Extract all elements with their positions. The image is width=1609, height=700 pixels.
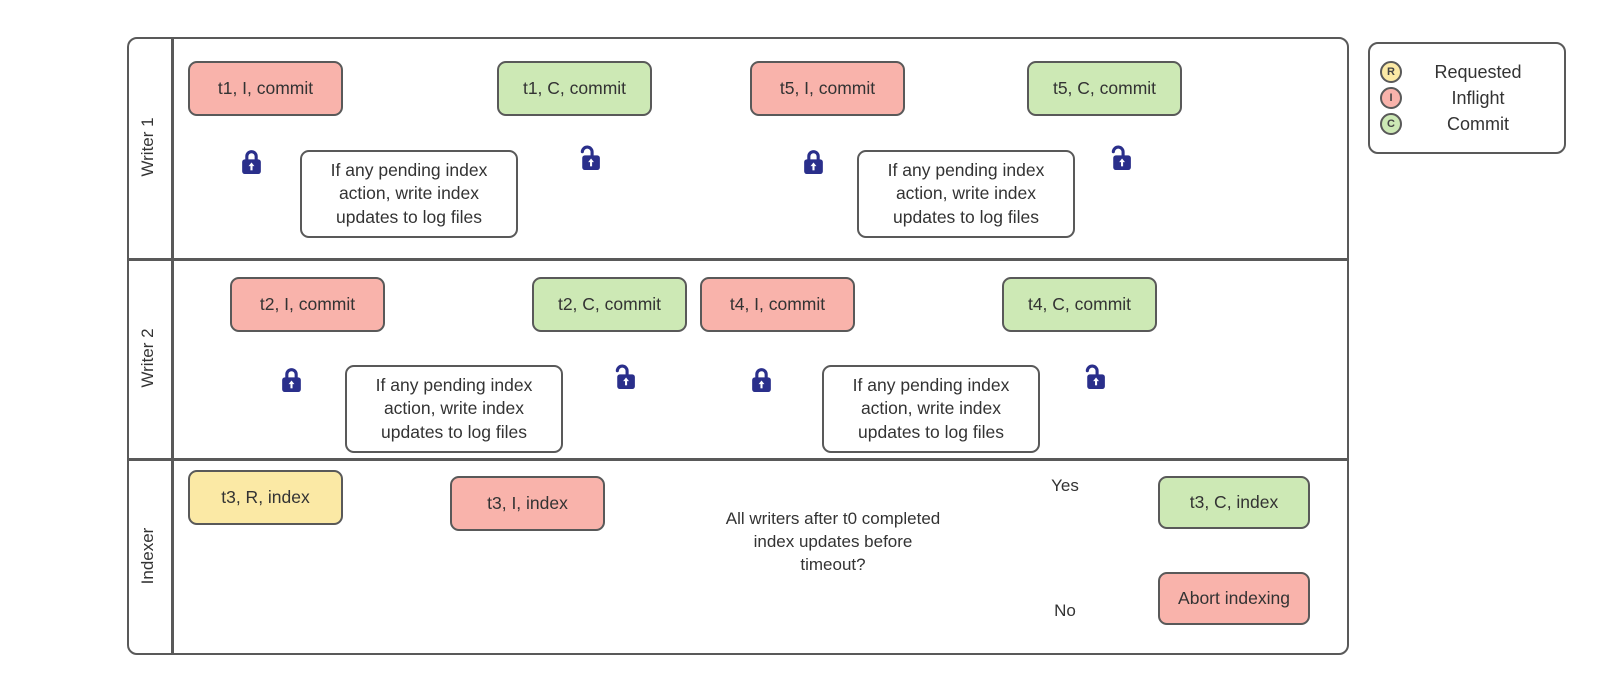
node-t1-inflight: t1, I, commit [188,61,343,116]
node-w1-task-a: If any pending index action, write index… [300,150,518,238]
node-t3-requested: t3, R, index [188,470,343,525]
lane-divider-1 [129,258,1347,261]
closed-lock-icon [752,368,771,392]
open-lock-icon [580,145,600,170]
lane-label-indexer: Indexer [138,527,157,585]
lane-label-writer1: Writer 1 [138,117,157,177]
legend-label: Requested [1434,61,1522,82]
node-w2-task-b: If any pending index action, write index… [822,365,1040,453]
node-t5-commit: t5, C, commit [1027,61,1182,116]
open-lock-icon [1111,145,1131,170]
legend: R Requested I Inflight C Commit [1368,42,1566,154]
requested-state-icon: R [1380,61,1402,83]
node-t3-commit: t3, C, index [1158,476,1310,529]
legend-row-commit: C Commit [1380,113,1554,135]
commit-state-icon: C [1380,113,1402,135]
yes-edge-label: Yes [1051,476,1079,495]
decision-text: All writers after t0 completed index upd… [725,509,941,574]
node-t3-inflight: t3, I, index [450,476,605,531]
closed-lock-icon [242,150,261,174]
closed-lock-icon [282,368,301,392]
legend-label: Commit [1447,113,1509,134]
open-lock-icon [1085,364,1105,389]
legend-label: Inflight [1451,87,1505,108]
node-abort-indexing: Abort indexing [1158,572,1310,625]
node-w2-task-a: If any pending index action, write index… [345,365,563,453]
open-lock-icon [615,364,635,389]
lane-label-divider [171,39,174,653]
inflight-state-icon: I [1380,87,1402,109]
node-t1-commit: t1, C, commit [497,61,652,116]
node-t4-inflight: t4, I, commit [700,277,855,332]
lane-label-writer2: Writer 2 [138,328,157,388]
legend-row-requested: R Requested [1380,61,1554,83]
no-edge-label: No [1054,601,1076,620]
swimlane-pool [127,37,1349,655]
closed-lock-icon [804,150,823,174]
node-t5-inflight: t5, I, commit [750,61,905,116]
node-t2-commit: t2, C, commit [532,277,687,332]
lane-divider-2 [129,458,1347,461]
node-t4-commit: t4, C, commit [1002,277,1157,332]
node-w1-task-b: If any pending index action, write index… [857,150,1075,238]
node-t2-inflight: t2, I, commit [230,277,385,332]
legend-row-inflight: I Inflight [1380,87,1554,109]
